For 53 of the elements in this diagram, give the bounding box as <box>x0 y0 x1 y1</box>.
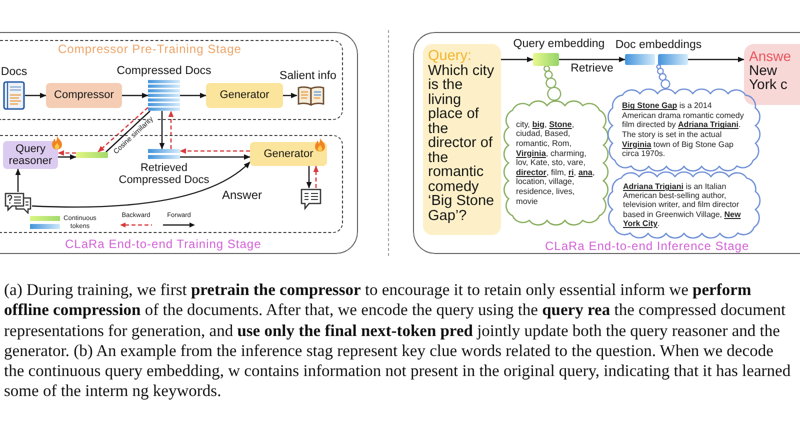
bubble-trail <box>544 65 562 101</box>
dashed-arrow <box>98 107 148 152</box>
token-bar <box>76 152 108 158</box>
figure-caption: (a) During training, we first pretrain the compressor to encourage it to retain only essential inform we perform offline compression of the documents. After that, we encode the query using the query rea the compressed document representations for generation, and use only the final next-token pred jointly update both the query reasoner and the generator. (b) An example from the inference stag represent key clue words related to the question. When we decode the continuous query embedding, w contains information not present in the original query, indicating that it has learned some of the interm ng keywords. <box>4 280 792 402</box>
curved-arrow <box>32 162 250 208</box>
thought-cloud <box>607 88 761 172</box>
picture-label: Retrieved Compressed Docs <box>118 162 210 186</box>
dashed-arrow <box>58 150 76 156</box>
process-label: Query reasoner <box>8 142 54 168</box>
connector-line <box>106 110 150 152</box>
card-text: New York c <box>749 63 788 91</box>
arrow <box>15 168 21 192</box>
arrow <box>58 154 76 160</box>
arrow <box>306 166 312 188</box>
picture-label: Docs <box>0 66 28 78</box>
process-box <box>46 83 122 108</box>
process-label: Generator <box>220 89 270 102</box>
arrow <box>25 92 46 98</box>
arrow <box>180 154 250 160</box>
cloud-text: city, big, Stone, ciudad, Based, romantic, Rom, Virginia, charming, lov, Kate, sto, vare, director, film, ri, ana, location, village, residence, lives, movie <box>516 120 596 206</box>
stage-title: CLaRa End-to-end Training Stage <box>65 237 262 251</box>
arrow <box>559 56 626 62</box>
arrow <box>159 111 165 150</box>
picture-label: Salient info <box>280 70 336 82</box>
picture-label: Doc embeddings <box>615 38 702 51</box>
process-box <box>206 83 283 108</box>
thought-cloud <box>503 100 609 226</box>
stage-panel <box>0 32 358 254</box>
card-heading: Answe <box>749 49 792 63</box>
card-text: Which city is the living place of the director of the romantic comedy ‘Big Stone Gap’? <box>428 64 496 223</box>
stage-title: Compressor Pre-Training Stage <box>58 42 242 56</box>
cloud-text: Adriana Trigiani is an Italian American best-selling author, television writer, and film director based in Greenwich Village, New York City. <box>623 182 742 228</box>
thought-cloud <box>607 171 761 239</box>
arrow <box>283 92 298 98</box>
edge-label: Retrieve <box>568 62 616 75</box>
arrow <box>501 56 534 62</box>
arrow <box>180 92 206 98</box>
picture-label: Compressed Docs <box>116 64 212 77</box>
stage-title: CLaRa End-to-end Inference Stage <box>545 239 750 253</box>
cloud-text: Big Stone Gap is a 2014 American drama romantic comedy film directed by Adriana Trigiani. The story is set in the actual Virginia town of Big Stone Gap circa 1970s. <box>622 101 745 159</box>
stage-panel <box>413 32 800 254</box>
picture-label: Query embedding <box>513 38 605 50</box>
process-label: Compressor <box>54 89 114 102</box>
diagram-label: Answer <box>222 189 262 203</box>
dashed-arrow <box>180 148 250 154</box>
text-card <box>423 44 501 235</box>
card-heading: Query: <box>428 49 473 64</box>
process-label: Generator <box>264 148 314 160</box>
arrow <box>122 92 148 98</box>
dashed-arrow <box>313 166 319 188</box>
dashed-arrow <box>168 110 174 149</box>
text-card <box>744 44 800 105</box>
arrow <box>688 56 744 62</box>
